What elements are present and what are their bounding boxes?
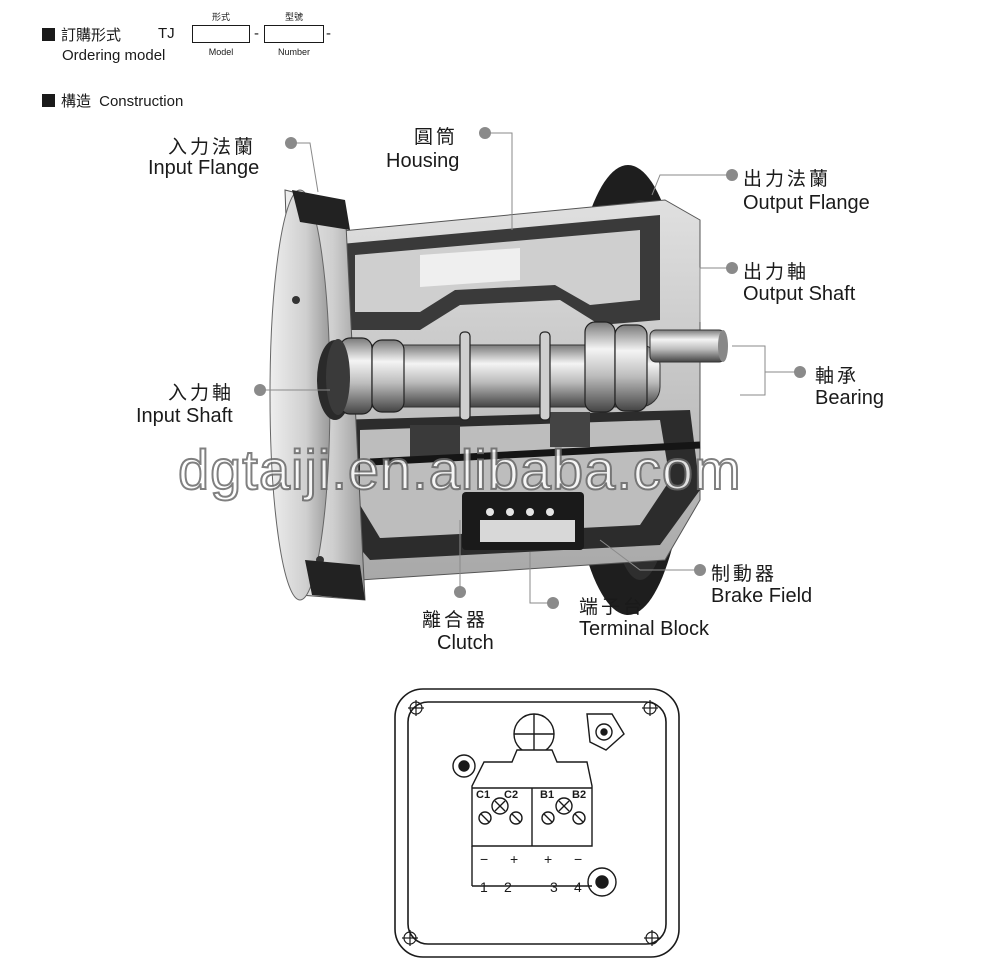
bearing-en: Bearing <box>815 387 884 409</box>
polarity-label: + <box>544 851 552 867</box>
terminal-number: 3 <box>550 879 558 895</box>
input-shaft-en: Input Shaft <box>136 405 233 427</box>
input-shaft-zh: 入力軸 <box>168 382 235 404</box>
terminal-label: C1 <box>476 789 490 801</box>
bullet-square-icon <box>42 94 55 107</box>
polarity-label: − <box>480 851 488 867</box>
terminal-block-zh: 端子台 <box>579 596 646 618</box>
clutch-brake-illustration <box>254 127 806 615</box>
clutch-en: Clutch <box>437 632 494 654</box>
shaft-part <box>326 321 728 421</box>
housing-en: Housing <box>386 150 460 172</box>
callout-dots <box>254 127 806 609</box>
ordering-header: 訂購形式 <box>42 24 121 45</box>
output-shaft-zh: 出力軸 <box>743 261 810 283</box>
ordering-title-en: Ordering model <box>62 47 166 64</box>
ordering-title-zh: 訂購形式 <box>61 26 122 44</box>
terminal-label: B2 <box>572 789 586 801</box>
model-box-label-bottom: Model <box>208 47 234 57</box>
polarity-label: + <box>510 851 518 867</box>
number-box-label-top: 型號 <box>284 12 303 22</box>
construction-title-en: Construction <box>99 93 184 110</box>
bullet-square-icon <box>42 28 55 41</box>
brake-field-en: Brake Field <box>711 585 813 607</box>
separator-2: - <box>326 25 331 42</box>
number-box-label-bottom: Number <box>277 47 310 57</box>
housing-part <box>299 199 701 581</box>
corner-screw-icons <box>402 700 660 946</box>
output-flange-zh: 出力法蘭 <box>743 168 832 190</box>
terminal-label: B1 <box>540 789 554 801</box>
terminal-number: 2 <box>504 879 512 895</box>
terminal-number: 4 <box>574 879 582 895</box>
bearing-zh: 軸承 <box>815 365 860 387</box>
output-shaft-en: Output Shaft <box>743 283 856 305</box>
clutch-zh: 離合器 <box>422 609 489 631</box>
terminal-block-part <box>462 492 584 550</box>
watermark-text: dgtaiji.en.alibaba.com <box>177 437 742 502</box>
output-flange-en: Output Flange <box>743 192 870 214</box>
terminal-number: 1 <box>480 879 488 895</box>
leader-lines <box>260 132 800 604</box>
separator-1: - <box>254 25 259 42</box>
terminal-block-en: Terminal Block <box>579 618 710 640</box>
model-box-label-top: 形式 <box>211 12 230 22</box>
terminal-label: C2 <box>504 789 518 801</box>
polarity-label: − <box>574 851 582 867</box>
brake-field-zh: 制動器 <box>711 563 778 585</box>
construction-title-zh: 構造 <box>61 92 92 110</box>
construction-header: 構造 Construction <box>42 90 183 111</box>
terminal-wiring-diagram: C1 C2 B1 B2 − + + − 1 2 3 4 <box>394 688 680 958</box>
number-box <box>264 25 324 43</box>
housing-zh: 圓筒 <box>414 126 459 148</box>
model-box <box>192 25 250 43</box>
input-flange-en: Input Flange <box>148 157 260 179</box>
input-flange-zh: 入力法蘭 <box>168 136 257 158</box>
ordering-prefix: TJ <box>158 25 175 42</box>
